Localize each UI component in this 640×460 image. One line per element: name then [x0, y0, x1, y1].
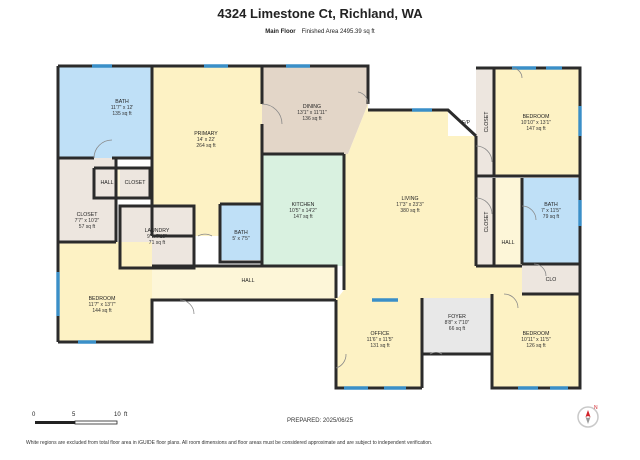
- svg-text:N: N: [594, 405, 598, 411]
- label-living: LIVING: [401, 196, 418, 202]
- room-closet-sw: [58, 158, 116, 242]
- room-clo: [522, 264, 580, 294]
- scale-tick-0: 0: [32, 412, 36, 418]
- scale-unit: ft: [124, 412, 128, 418]
- dims-bath-2: 5' x 7'5": [232, 236, 250, 242]
- prepared-date: PREPARED: 2025/06/25: [287, 418, 353, 424]
- room-bedroom-ne: [494, 68, 580, 176]
- label-fp: F/P: [462, 120, 471, 126]
- area-laundry: 71 sq ft: [149, 240, 166, 246]
- dims-primary: 14' x 22': [197, 137, 215, 143]
- room-dining: [262, 66, 368, 154]
- floor-name: Main Floor: [265, 29, 296, 35]
- area-living: 380 sq ft: [400, 208, 420, 214]
- dims-foyer: 8'8" x 7'10": [445, 320, 470, 326]
- label-bedroom-se: BEDROOM: [523, 331, 550, 337]
- label-hall-w: HALL: [101, 180, 114, 186]
- room-hall-s: [152, 266, 336, 300]
- room-kitchen: [262, 154, 344, 266]
- label-laundry: LAUNDRY: [145, 228, 170, 234]
- page-title: 4324 Limestone Ct, Richland, WA: [217, 6, 423, 21]
- dims-bedroom-sw: 11'7" x 13'7": [88, 302, 115, 308]
- dims-bedroom-ne: 10'10" x 13'1": [521, 120, 551, 126]
- room-office: [336, 298, 422, 388]
- room-closet-top: [476, 68, 494, 176]
- area-foyer: 66 sq ft: [449, 326, 466, 332]
- room-bath-3: [522, 178, 580, 264]
- dims-office: 11'6" x 11'5": [367, 337, 394, 343]
- area-kitchen: 147 sq ft: [293, 214, 313, 220]
- scale-tick-5: 5: [72, 412, 76, 418]
- floor-subtitle: Main Floor Finished Area 2495.39 sq ft: [0, 29, 640, 35]
- label-bath-3: BATH: [544, 202, 558, 208]
- room-bath-2: [220, 204, 262, 260]
- area-bath-1: 135 sq ft: [112, 111, 132, 117]
- room-closet-mid: [476, 178, 494, 266]
- label-closet-w: CLOSET: [125, 180, 147, 186]
- label-closet-mid: CLOSET: [484, 211, 490, 233]
- label-dining: DINING: [303, 104, 321, 110]
- area-office: 131 sq ft: [370, 343, 390, 349]
- label-bath-1: BATH: [115, 99, 129, 105]
- room-hall-e: [494, 178, 522, 266]
- dims-bath-1: 11'7" x 12': [111, 105, 134, 111]
- room-fills: [58, 66, 580, 388]
- label-hall-s: HALL: [242, 278, 255, 284]
- dims-kitchen: 10'5" x 14'2": [289, 208, 317, 214]
- dims-closet-sw: 7'7" x 10'2": [75, 218, 100, 224]
- label-bedroom-sw: BEDROOM: [89, 296, 116, 302]
- area-closet-sw: 57 sq ft: [79, 224, 96, 230]
- label-hall-e: HALL: [502, 240, 515, 246]
- area-dining: 136 sq ft: [302, 116, 322, 122]
- label-closet-sw: CLOSET: [77, 212, 99, 218]
- dims-bedroom-se: 10'11" x 11'5": [521, 337, 551, 343]
- room-bedroom-se: [492, 294, 580, 388]
- scale-bar-graphic: [35, 420, 118, 425]
- area-bath-3: 79 sq ft: [543, 214, 560, 220]
- area-bedroom-ne: 147 sq ft: [526, 126, 546, 132]
- walls: [56, 64, 582, 390]
- dims-dining: 13'1" x 11'11": [297, 110, 327, 116]
- label-kitchen: KITCHEN: [292, 202, 315, 208]
- label-primary: PRIMARY: [194, 131, 218, 137]
- disclaimer-note: White regions are excluded from total fl…: [26, 440, 433, 446]
- scale-tick-10: 10: [114, 412, 121, 418]
- room-closet-w: [120, 168, 150, 198]
- area-primary: 264 sq ft: [196, 143, 216, 149]
- label-closet-top: CLOSET: [484, 111, 490, 133]
- windows: [56, 64, 582, 390]
- room-labels: BATH 11'7" x 12' 135 sq ft PRIMARY 14' x…: [75, 99, 561, 349]
- room-bath-1: [58, 66, 152, 158]
- room-foyer: [422, 298, 492, 354]
- label-clo: CLO: [546, 277, 557, 283]
- finished-area: Finished Area 2495.39 sq ft: [301, 29, 375, 35]
- label-bath-2: BATH: [234, 230, 248, 236]
- dims-bath-3: 7' x 11'5": [541, 208, 561, 214]
- area-bedroom-sw: 144 sq ft: [92, 308, 112, 314]
- room-bedroom-sw: [58, 242, 152, 342]
- area-bedroom-se: 126 sq ft: [526, 343, 546, 349]
- dims-living: 17'3" x 23'3": [396, 202, 424, 208]
- label-foyer: FOYER: [448, 314, 466, 320]
- compass-icon: N: [577, 405, 599, 428]
- label-office: OFFICE: [370, 331, 390, 337]
- doors: [93, 67, 547, 369]
- dims-laundry: 9' x 7'10": [147, 234, 167, 240]
- label-bedroom-ne: BEDROOM: [523, 114, 550, 120]
